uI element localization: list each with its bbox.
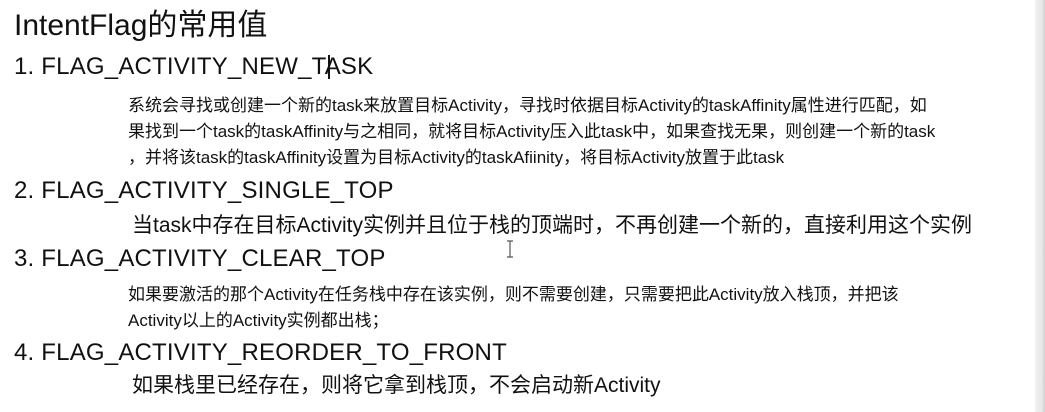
description-line: 如果要激活的那个Activity在任务栈中存在该实例，则不需要创建，只需要把此A… (128, 285, 899, 304)
slide-edge (1035, 0, 1043, 412)
description-line: Activity以上的Activity实例都出栈； (128, 311, 389, 330)
description-line: 果找到一个task的taskAffinity与之相同，就将目标Activity压… (128, 122, 936, 141)
flag-heading-reorder-to-front: 4. FLAG_ACTIVITY_REORDER_TO_FRONT (14, 339, 507, 366)
description-line: ，并将该task的taskAffinity设置为目标Activity的taskA… (128, 148, 785, 167)
text-cursor (328, 55, 330, 79)
description-line: 当task中存在目标Activity实例并且位于栈的顶端时，不再创建一个新的，直… (132, 214, 973, 237)
description-line: 如果栈里已经存在，则将它拿到栈顶，不会启动新Activity (132, 374, 661, 397)
flag-description-new-task: 系统会寻找或创建一个新的task来放置目标Activity，寻找时依据目标Act… (128, 93, 935, 171)
ibeam-cursor-icon (507, 240, 513, 258)
slide-title: IntentFlag的常用值 (14, 9, 268, 42)
flag-description-clear-top: 如果要激活的那个Activity在任务栈中存在该实例，则不需要创建，只需要把此A… (128, 282, 899, 334)
flag-heading-clear-top: 3. FLAG_ACTIVITY_CLEAR_TOP (14, 245, 386, 272)
flag-heading-single-top: 2. FLAG_ACTIVITY_SINGLE_TOP (14, 177, 394, 204)
flag-description-single-top: 当task中存在目标Activity实例并且位于栈的顶端时，不再创建一个新的，直… (132, 212, 972, 240)
flag-description-reorder-to-front: 如果栈里已经存在，则将它拿到栈顶，不会启动新Activity (132, 372, 661, 400)
flag-heading-new-task: 1. FLAG_ACTIVITY_NEW_TASK (14, 53, 374, 80)
description-line: 系统会寻找或创建一个新的task来放置目标Activity，寻找时依据目标Act… (128, 96, 927, 115)
